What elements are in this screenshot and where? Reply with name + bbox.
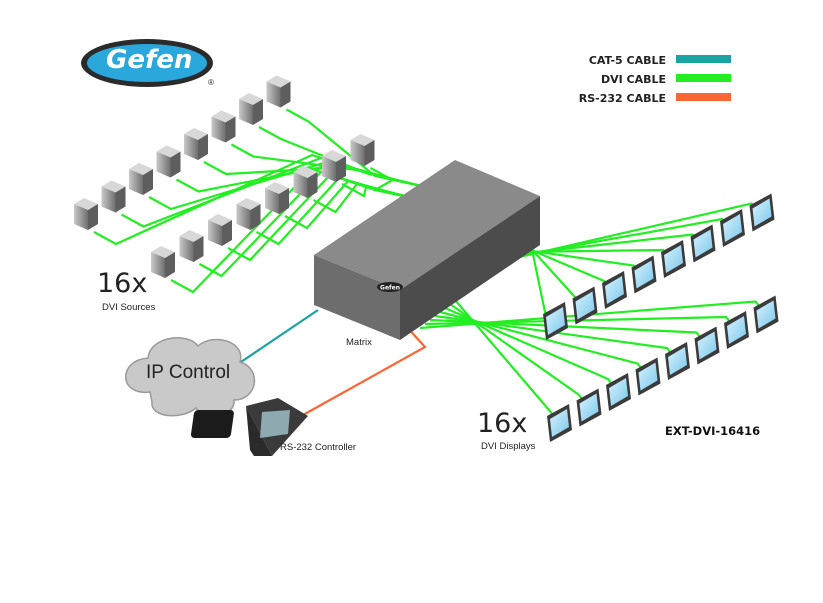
monitor-icon: [665, 342, 690, 380]
gefen-logo: Gefen ®: [80, 38, 214, 88]
displays-caption: DVI Displays: [481, 441, 536, 452]
sources-count-label: 16x: [97, 268, 148, 299]
computer-icon: [151, 246, 175, 278]
matrix-switch: Gefen: [314, 160, 540, 340]
ip-control-cloud: [125, 337, 256, 417]
controller-label: RS-232 Controller: [280, 442, 357, 453]
logo-oval-shape: [81, 39, 213, 87]
display-cable: [501, 202, 761, 263]
monitor-icon: [635, 357, 661, 396]
computer-icon: [208, 214, 232, 246]
rs232-cable: [284, 324, 427, 426]
source-computers: [74, 75, 375, 278]
display-monitors: [543, 193, 779, 442]
legend-swatch-dvi: [676, 74, 731, 82]
monitor-icon: [724, 311, 749, 349]
legend-swatch-cat5: [676, 55, 731, 63]
computer-icon: [156, 145, 181, 178]
source-cable: [285, 108, 436, 191]
computer-icon: [179, 230, 204, 262]
computer-icon: [239, 93, 263, 125]
computer-icon: [265, 182, 289, 214]
monitor-icon: [661, 240, 686, 278]
computer-icon: [184, 128, 208, 160]
ip-control-label: IP Control: [146, 362, 231, 383]
monitor-icon: [694, 326, 720, 365]
legend-label-cat5: CAT-5 CABLE: [588, 54, 666, 67]
monitor-icon: [576, 388, 602, 427]
computer-icon: [236, 198, 261, 230]
displays-count-label: 16x: [477, 408, 528, 439]
rs232-controller-device: [190, 398, 308, 456]
computer-icon: [211, 110, 236, 143]
computer-icon: [129, 163, 153, 195]
matrix-logo-badge: [377, 282, 403, 292]
monitor-icon: [602, 271, 627, 309]
computer-icon: [74, 198, 98, 230]
computer-icon: [101, 180, 126, 213]
matrix-label: Matrix: [346, 337, 372, 348]
legend-label-rs232: RS-232 CABLE: [578, 92, 666, 105]
legend-swatch-rs232: [676, 93, 731, 101]
monitor-icon: [606, 373, 631, 411]
logo-text: Gefen: [106, 45, 193, 75]
legend-label-dvi: DVI CABLE: [600, 73, 666, 86]
monitor-icon: [547, 404, 572, 442]
source-dvi-cables: [93, 108, 436, 294]
computer-icon: [350, 134, 375, 166]
computer-icon: [293, 166, 318, 198]
monitor-icon: [690, 224, 716, 263]
monitor-icon: [543, 302, 568, 340]
monitor-icon: [753, 295, 779, 334]
matrix-badge-text: Gefen: [380, 285, 400, 292]
sources-caption: DVI Sources: [102, 302, 156, 313]
computer-icon: [266, 75, 291, 108]
model-number: EXT-DVI-16416: [665, 424, 761, 438]
computer-icon: [322, 150, 346, 182]
monitor-icon: [720, 209, 745, 247]
monitor-icon: [749, 193, 775, 232]
monitor-icon: [572, 286, 598, 325]
registered-mark: ®: [208, 78, 214, 87]
cat5-cable: [231, 309, 319, 369]
monitor-icon: [631, 255, 657, 294]
